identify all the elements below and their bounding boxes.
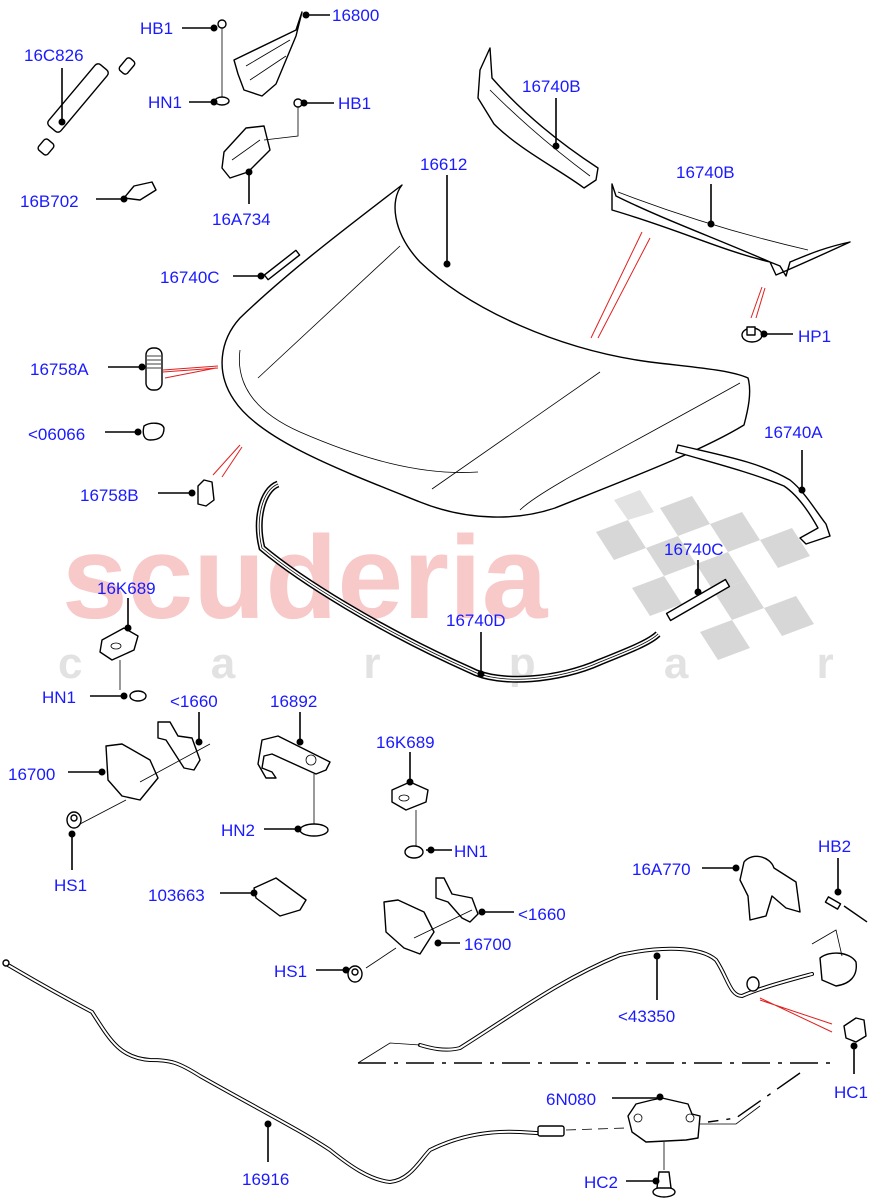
- seal-strip-small-top[interactable]: [263, 249, 301, 281]
- callout-16a734[interactable]: 16A734: [212, 210, 271, 229]
- callout-6n080[interactable]: 6N080: [546, 1090, 596, 1109]
- bonnet-latch-right[interactable]: [347, 877, 479, 983]
- callout-43350[interactable]: <43350: [618, 1007, 675, 1026]
- watermark: scuderia c a r p a r t s: [58, 490, 878, 688]
- callout-16758b[interactable]: 16758B: [80, 486, 139, 505]
- seal-strip-small-right[interactable]: [665, 578, 731, 622]
- latch-plate-16892[interactable]: [257, 735, 331, 837]
- bonnet-hinge-upper[interactable]: [214, 11, 303, 106]
- checkered-flag-icon: [596, 490, 814, 660]
- callout-hn1-mid[interactable]: HN1: [454, 842, 488, 861]
- bracket-16b702[interactable]: [123, 181, 157, 201]
- cowl-seal-left[interactable]: [477, 47, 599, 189]
- callout-hc1[interactable]: HC1: [834, 1083, 868, 1102]
- callout-16c826[interactable]: 16C826: [24, 46, 84, 65]
- callout-16k689-mid[interactable]: 16K689: [376, 733, 435, 752]
- leader-lines: [58, 11, 858, 1185]
- callout-hb2[interactable]: HB2: [818, 837, 851, 856]
- callout-16700-right[interactable]: 16700: [464, 935, 511, 954]
- striker-plate-left[interactable]: [99, 627, 147, 702]
- pad-103663[interactable]: [253, 877, 307, 917]
- callout-103663[interactable]: 103663: [148, 886, 205, 905]
- callout-1660-left[interactable]: <1660: [170, 692, 218, 711]
- callout-16892[interactable]: 16892: [270, 692, 317, 711]
- watermark-subtitle: c a r p a r t s: [58, 639, 878, 688]
- bonnet-seal-strip[interactable]: [255, 480, 661, 683]
- callout-16800[interactable]: 16800: [332, 6, 379, 25]
- striker-plate-mid[interactable]: [391, 781, 429, 859]
- bonnet-panel[interactable]: [221, 184, 751, 518]
- callout-hs1-right[interactable]: HS1: [274, 962, 307, 981]
- callout-16a770[interactable]: 16A770: [632, 860, 691, 879]
- callout-hp1[interactable]: HP1: [798, 327, 831, 346]
- release-cable-16916[interactable]: [2, 959, 627, 1185]
- callout-16740c-right[interactable]: 16740C: [664, 540, 724, 559]
- callout-16740d[interactable]: 16740D: [446, 611, 506, 630]
- bolt-hb2[interactable]: [824, 896, 871, 925]
- callout-hs1-left[interactable]: HS1: [54, 876, 87, 895]
- cap-06066[interactable]: [142, 422, 165, 441]
- callout-16k689-left[interactable]: 16K689: [97, 579, 156, 598]
- reference-lines: [162, 231, 833, 1033]
- callout-16700-left[interactable]: 16700: [8, 765, 55, 784]
- callout-1660-right[interactable]: <1660: [518, 905, 566, 924]
- callout-hb1-mid[interactable]: HB1: [338, 94, 371, 113]
- callout-hn1-left[interactable]: HN1: [42, 688, 76, 707]
- callout-hc2[interactable]: HC2: [584, 1173, 618, 1192]
- callout-16740a[interactable]: 16740A: [764, 423, 823, 442]
- callout-labels: HB1 16800 16C826 HN1 HB1 16B702 16A734 1…: [8, 6, 868, 1192]
- callout-16916[interactable]: 16916: [242, 1170, 289, 1189]
- bonnet-latch-left[interactable]: [66, 721, 211, 829]
- cowl-seal-right[interactable]: [611, 183, 851, 277]
- callout-16740c-top[interactable]: 16740C: [160, 268, 220, 287]
- callout-hn2[interactable]: HN2: [221, 821, 255, 840]
- callout-06066[interactable]: <06066: [28, 425, 85, 444]
- callout-16740b-right[interactable]: 16740B: [676, 163, 735, 182]
- callout-16740b-left[interactable]: 16740B: [522, 77, 581, 96]
- buffer-16758a[interactable]: [145, 347, 163, 391]
- buffer-16758b[interactable]: [197, 479, 215, 507]
- callout-16b702[interactable]: 16B702: [20, 192, 79, 211]
- bonnet-hinge-lower[interactable]: [221, 98, 303, 179]
- callout-16612[interactable]: 16612: [420, 155, 467, 174]
- callout-16758a[interactable]: 16758A: [30, 360, 89, 379]
- gas-strut[interactable]: [37, 57, 136, 157]
- callout-hb1-top[interactable]: HB1: [140, 19, 173, 38]
- clip-hp1[interactable]: [741, 326, 763, 343]
- release-cable-43350[interactable]: [357, 929, 857, 1064]
- side-seal[interactable]: [675, 444, 831, 545]
- callout-hn1-top[interactable]: HN1: [148, 93, 182, 112]
- latch-6n080[interactable]: [627, 1097, 761, 1198]
- bracket-16a770[interactable]: [739, 855, 801, 921]
- reference-dash-diagonal: [707, 1072, 801, 1123]
- clip-hc1[interactable]: [843, 1017, 867, 1043]
